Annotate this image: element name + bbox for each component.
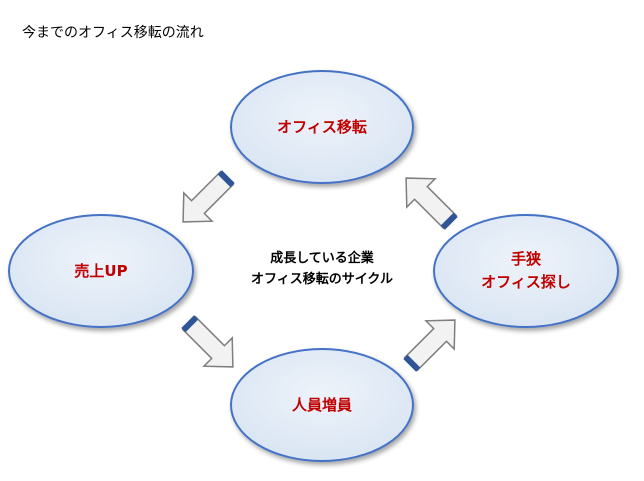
arrow-search-to-office	[405, 177, 458, 230]
node-office-move: オフィス移転	[230, 70, 414, 184]
node-cramped-search: 手狭 オフィス探し	[433, 214, 619, 328]
page-title: 今までのオフィス移転の流れ	[22, 25, 204, 41]
node-sales-up: 売上UP	[8, 214, 194, 328]
arrow-staff-to-search	[403, 319, 456, 372]
node-cramped-search-label-line1: 手狭	[511, 250, 542, 268]
node-staff-increase-label: 人員増員	[292, 396, 352, 414]
center-text-line2: オフィス移転のサイクル	[251, 271, 393, 287]
arrow-sales-to-staff	[181, 315, 234, 368]
center-text-line1: 成長している企業	[270, 250, 375, 266]
node-cramped-search-label-line2: オフィス探し	[481, 273, 571, 291]
node-office-move-label: オフィス移転	[277, 118, 367, 136]
node-sales-up-label: 売上UP	[74, 262, 127, 280]
arrow-office-to-sales	[182, 170, 235, 223]
node-staff-increase: 人員増員	[230, 348, 414, 462]
